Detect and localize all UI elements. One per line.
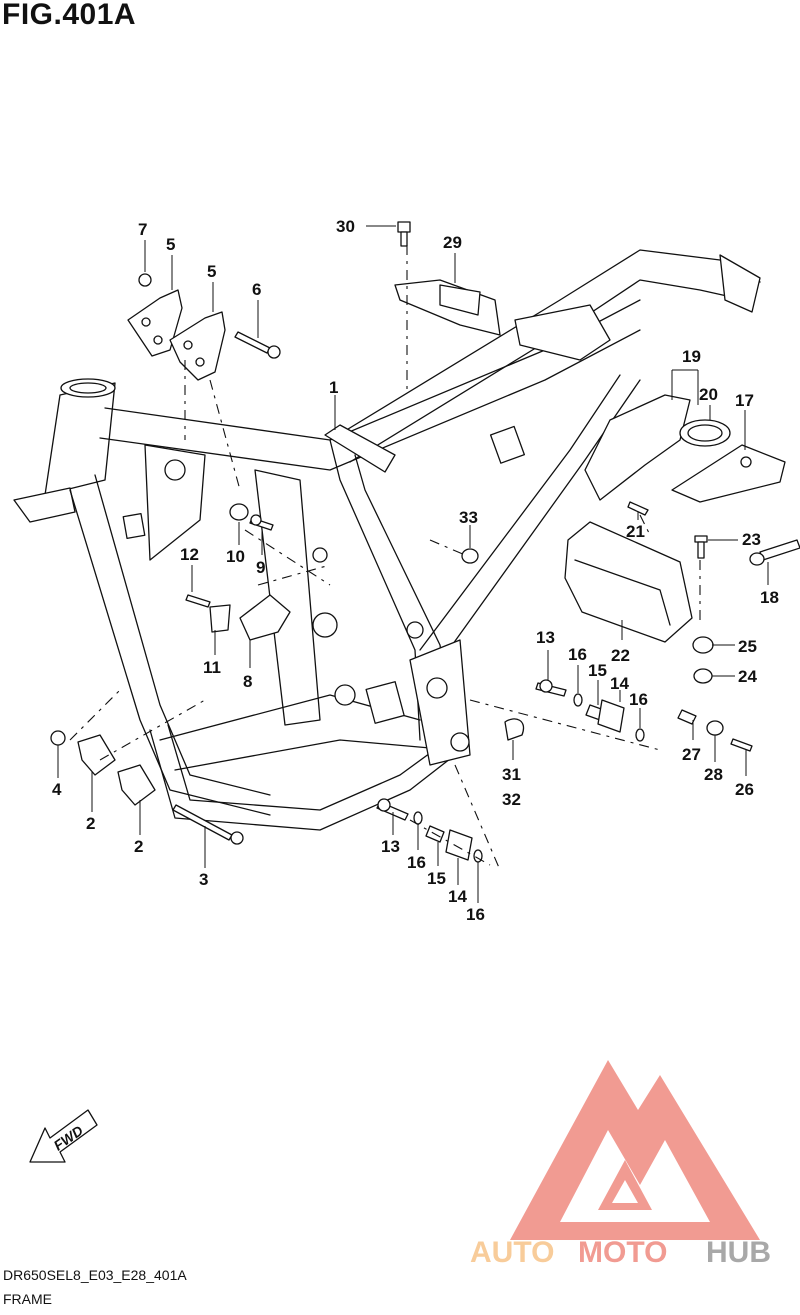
watermark-moto: MOTO — [578, 1236, 667, 1269]
loose-parts — [50, 221, 800, 863]
callout-16: 16 — [568, 645, 587, 664]
callout-17: 17 — [735, 391, 754, 410]
callout-16: 16 — [466, 905, 485, 924]
figure-code: DR650SEL8_E03_E28_401A — [3, 1267, 187, 1283]
callout-19: 19 — [682, 347, 701, 366]
callout-30: 30 — [336, 217, 355, 236]
callout-15: 15 — [588, 661, 607, 680]
callout-16: 16 — [629, 690, 648, 709]
callout-31: 31 — [502, 765, 521, 784]
callout-2: 2 — [134, 837, 143, 856]
callout-9: 9 — [256, 558, 265, 577]
callout-22: 22 — [611, 646, 630, 665]
watermark-hub: HUB — [706, 1236, 771, 1269]
callout-13: 13 — [381, 837, 400, 856]
callout-2: 2 — [86, 814, 95, 833]
callout-5: 5 — [207, 262, 216, 281]
callout-8: 8 — [243, 672, 252, 691]
callout-14: 14 — [610, 674, 629, 693]
callout-14: 14 — [448, 887, 467, 906]
callout-29: 29 — [443, 233, 462, 252]
callout-13: 13 — [536, 628, 555, 647]
fwd-arrow-icon: FWD — [29, 1109, 98, 1163]
callout-33: 33 — [459, 508, 478, 527]
callout-25: 25 — [738, 637, 757, 656]
callout-26: 26 — [735, 780, 754, 799]
callout-23: 23 — [742, 530, 761, 549]
watermark-auto: AUTO — [470, 1236, 554, 1269]
callout-11: 11 — [203, 658, 221, 677]
callout-32: 32 — [502, 790, 521, 809]
figure-name: FRAME — [3, 1291, 52, 1307]
figure-title: FIG.401A — [2, 0, 137, 31]
callout-18: 18 — [760, 588, 779, 607]
callout-4: 4 — [52, 780, 62, 799]
callout-1: 1 — [329, 378, 338, 397]
callout-15: 15 — [427, 869, 446, 888]
callout-5: 5 — [166, 235, 175, 254]
callout-28: 28 — [704, 765, 723, 784]
callout-24: 24 — [738, 667, 757, 686]
frame-main — [13, 249, 761, 831]
callout-10: 10 — [226, 547, 245, 566]
callout-labels: 7 5 5 6 1 30 29 19 20 17 33 10 9 12 11 8… — [52, 217, 779, 924]
callout-3: 3 — [199, 870, 208, 889]
callout-6: 6 — [252, 280, 261, 299]
watermark-logo: AUTO MOTO HUB — [470, 1060, 771, 1269]
callout-16: 16 — [407, 853, 426, 872]
callout-21: 21 — [626, 522, 645, 541]
leader-lines — [57, 225, 769, 903]
callout-27: 27 — [682, 745, 701, 764]
assembly-lines — [69, 245, 701, 871]
callout-20: 20 — [699, 385, 718, 404]
callout-7: 7 — [138, 220, 147, 239]
callout-12: 12 — [180, 545, 199, 564]
